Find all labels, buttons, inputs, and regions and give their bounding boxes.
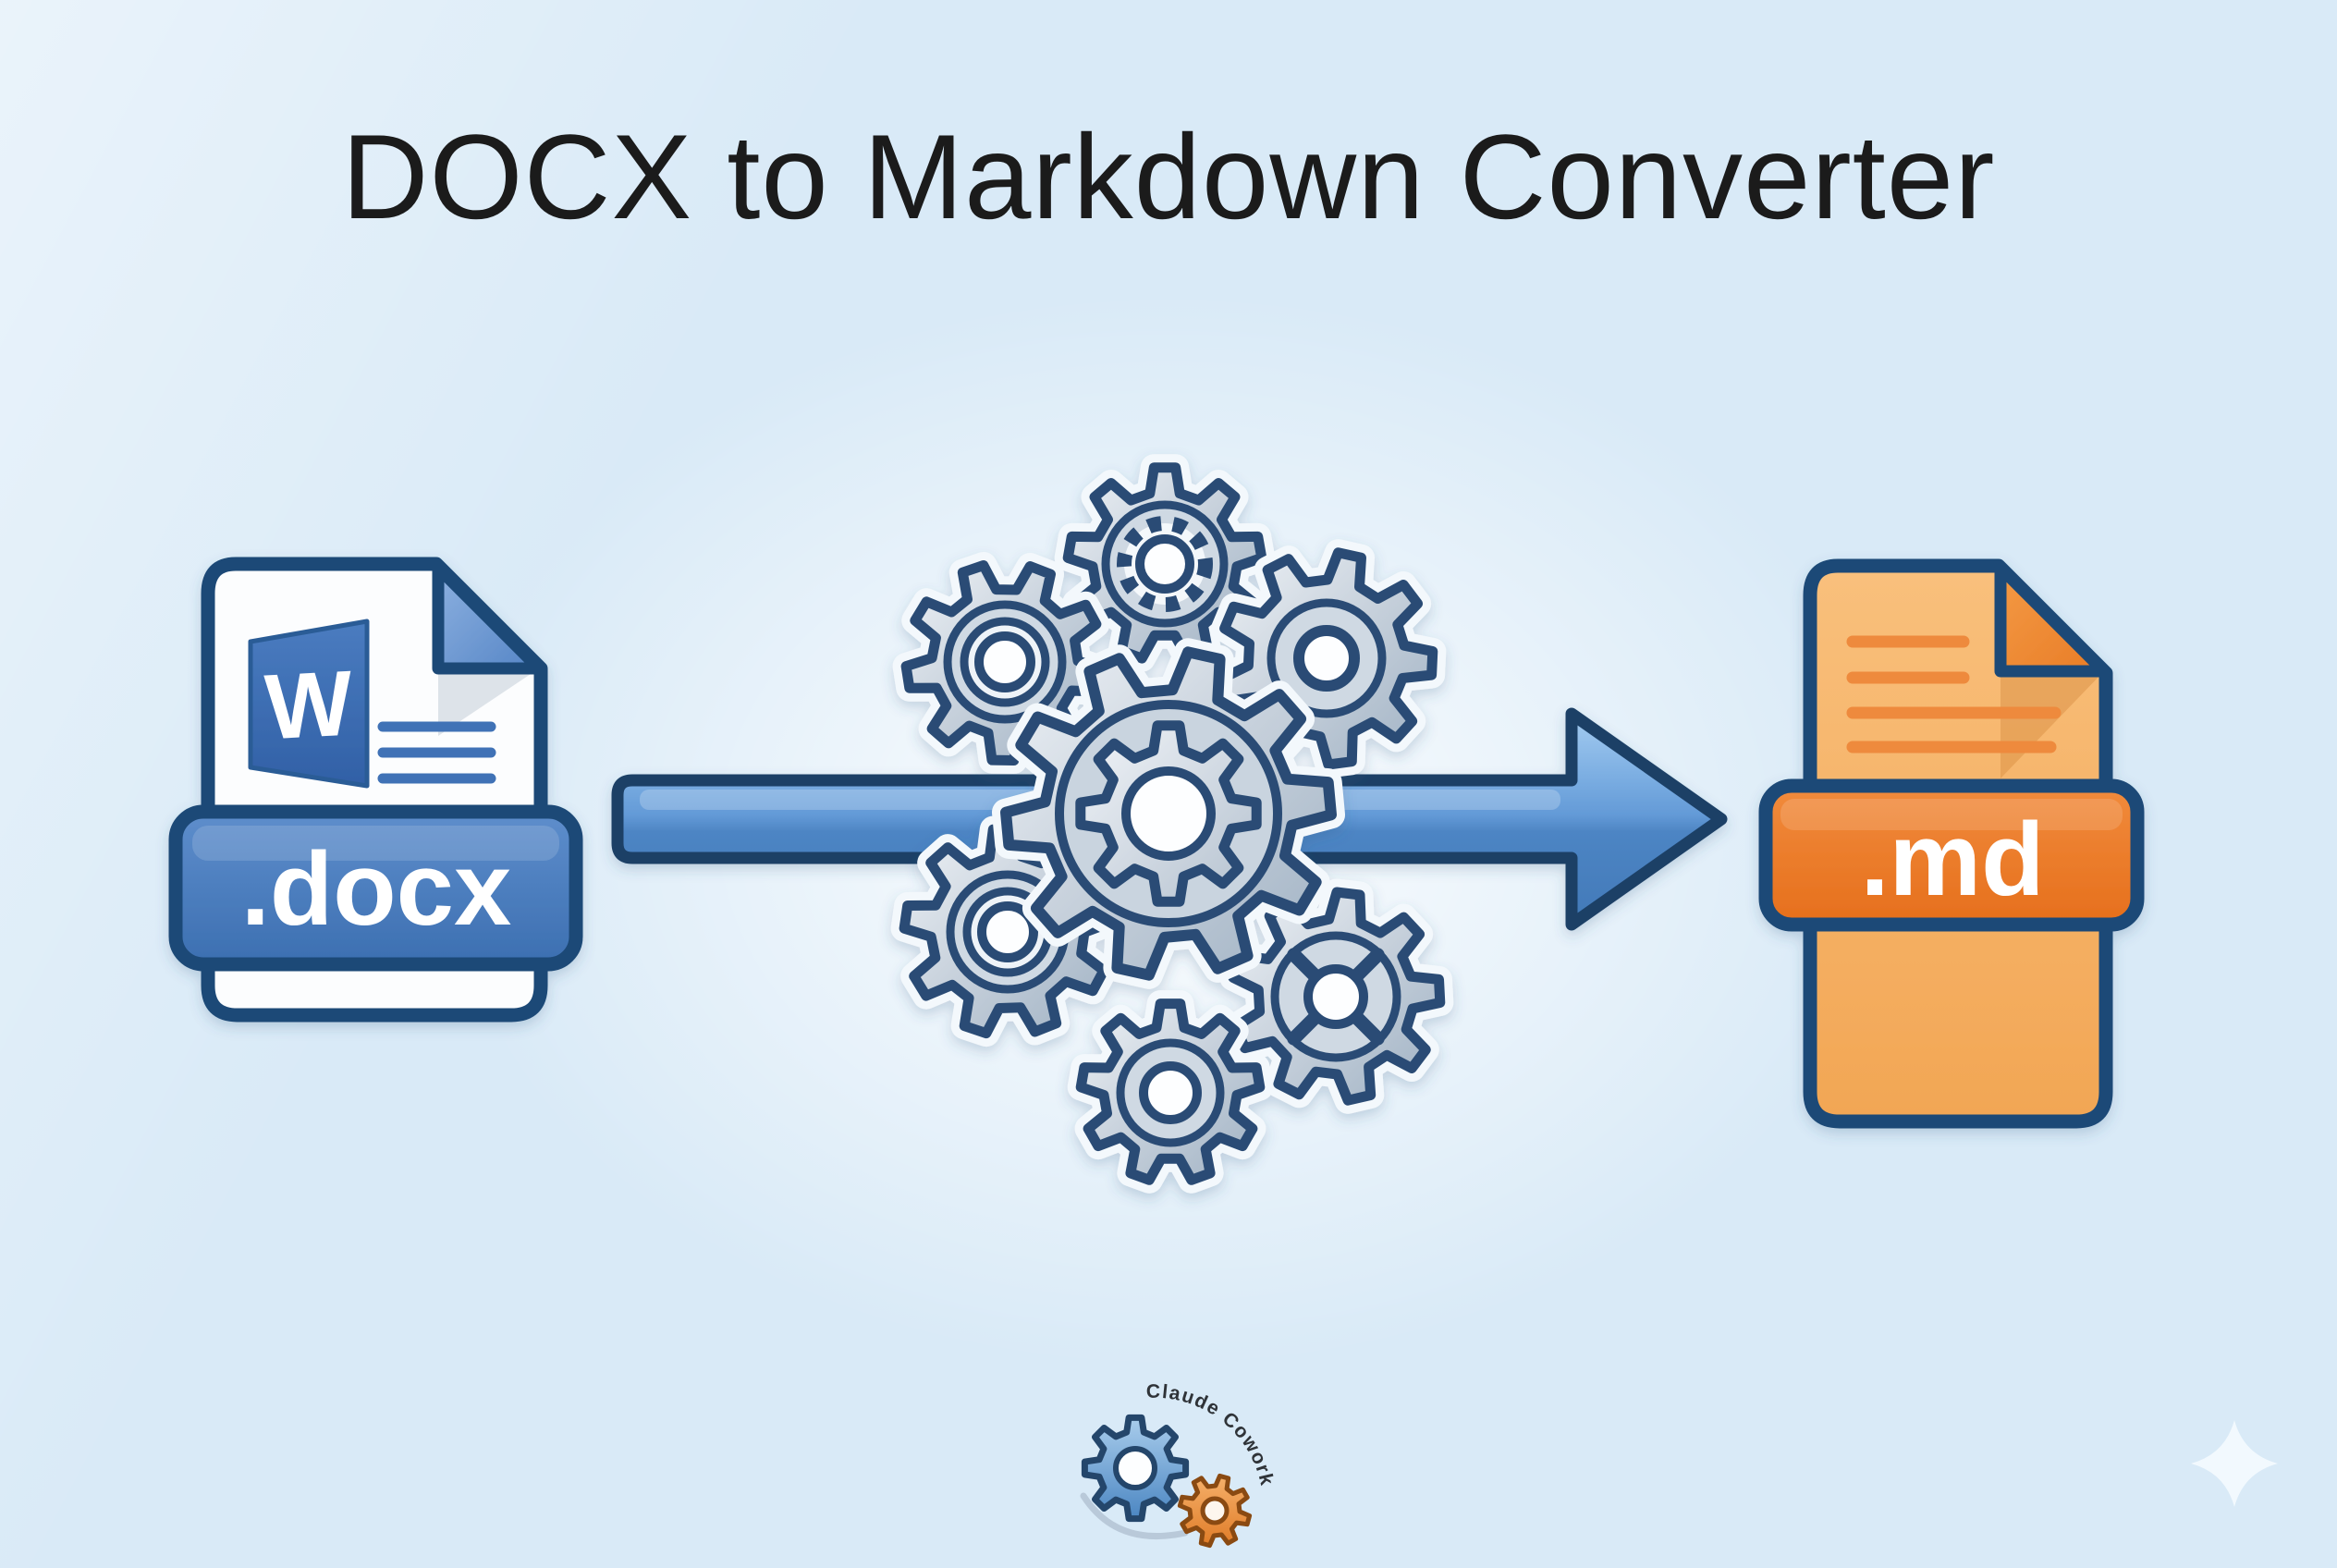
word-logo	[248, 619, 370, 789]
md-file-icon: .md	[1758, 558, 2145, 1129]
logo-swoosh	[1080, 1492, 1189, 1539]
gear-top	[1054, 454, 1276, 672]
gear-center	[992, 638, 1345, 989]
docx-label: .docx	[241, 831, 512, 947]
gear-hole	[977, 901, 1038, 962]
docx-fold-corner	[432, 561, 545, 675]
md-banner-highlight	[1780, 799, 2123, 830]
md-text-lines	[1846, 635, 2062, 753]
gear-hole	[1293, 625, 1360, 692]
sparkle-icon	[2191, 1420, 2278, 1507]
gear-hole	[1121, 766, 1216, 861]
gear-hole	[1200, 1496, 1230, 1525]
docx-banner-highlight	[192, 826, 559, 861]
gear-hole	[1139, 1061, 1202, 1124]
docx-file-icon: W .docx	[168, 557, 583, 1023]
logo-gear-orange-icon	[1177, 1473, 1253, 1549]
docx-fold-shadow	[438, 668, 539, 736]
md-label: .md	[1860, 802, 2044, 917]
gear-hole	[1135, 534, 1194, 594]
gear-hole	[974, 631, 1035, 692]
logo-gear-blue-icon	[1081, 1414, 1190, 1523]
gear-hole	[1113, 1446, 1157, 1490]
page-title: DOCX to Markdown Converter	[341, 109, 1996, 244]
gear-bottom	[1067, 990, 1274, 1194]
docx-text-lines	[377, 721, 496, 784]
gears-icon	[890, 454, 1454, 1194]
md-fold-corner	[1994, 561, 2111, 678]
gear-hole	[1303, 964, 1368, 1029]
claude-cowork-logo: Claude Cowork	[1080, 1381, 1277, 1549]
word-logo-letter: W	[263, 652, 356, 760]
